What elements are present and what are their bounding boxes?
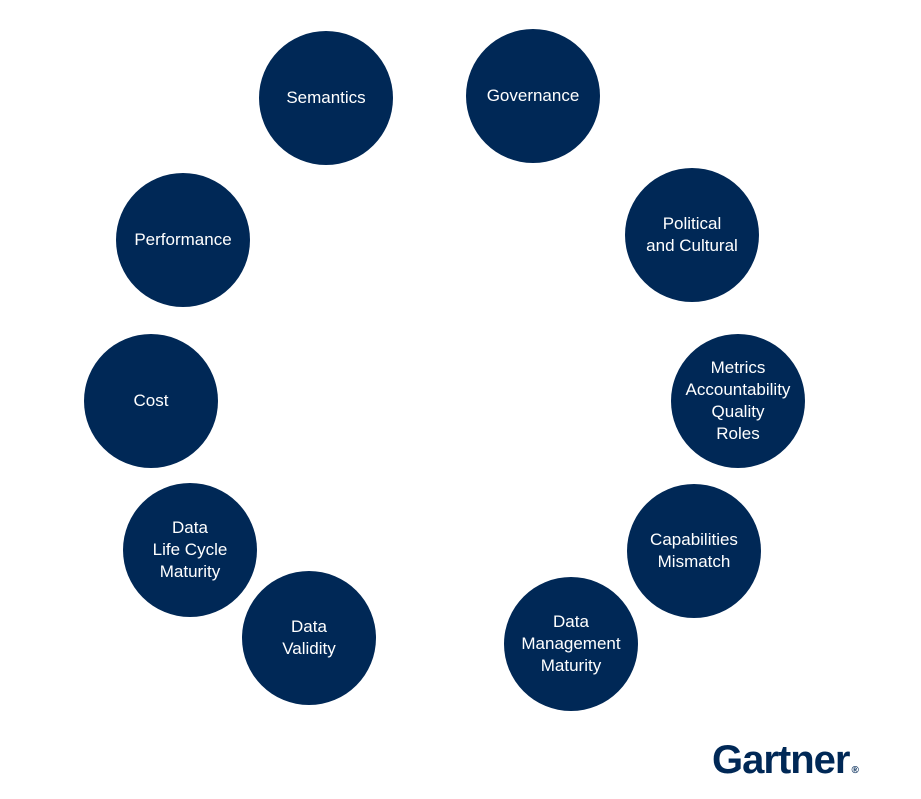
circle-cost: Cost: [84, 334, 218, 468]
circle-cost-label: Cost: [133, 391, 169, 410]
circle-metrics-line1: Metrics: [710, 358, 766, 377]
circle-political-line1: Political: [662, 214, 722, 233]
circle-dm-line1: Data: [553, 612, 589, 631]
circle-semantics: Semantics: [259, 31, 393, 165]
circle-metrics-line4: Roles: [716, 424, 760, 443]
circle-data-management-maturity: Data Management Maturity: [504, 577, 638, 711]
circle-validity-line1: Data: [291, 617, 327, 636]
circle-performance: Performance: [116, 173, 250, 307]
circle-data-validity: Data Validity: [242, 571, 376, 705]
circle-metrics-line3: Quality: [711, 402, 765, 421]
circle-validity-line2: Validity: [282, 639, 336, 658]
circle-data-life-cycle-maturity: Data Life Cycle Maturity: [123, 483, 257, 617]
circle-metrics-line2: Accountability: [685, 380, 791, 399]
gartner-logo-text: Gartner: [712, 738, 850, 782]
circle-capabilities-mismatch: Capabilities Mismatch: [627, 484, 761, 618]
registered-mark: ®: [851, 765, 859, 776]
circle-lifecycle-line2: Life Cycle: [152, 540, 228, 559]
circle-capabilities-line1: Capabilities: [650, 530, 738, 549]
circle-dm-line3: Maturity: [540, 656, 602, 675]
circle-governance-label: Governance: [486, 86, 580, 105]
gartner-logo: Gartner®: [712, 736, 859, 795]
circle-political-cultural: Political and Cultural: [625, 168, 759, 302]
circle-lifecycle-line3: Maturity: [159, 562, 221, 581]
circle-semantics-label: Semantics: [286, 88, 366, 107]
circle-governance: Governance: [466, 29, 600, 163]
circle-capabilities-line2: Mismatch: [657, 552, 731, 571]
circle-performance-label: Performance: [134, 230, 232, 249]
circle-metrics: Metrics Accountability Quality Roles: [671, 334, 805, 468]
circle-political-line2: and Cultural: [646, 236, 738, 255]
circle-lifecycle-line1: Data: [172, 518, 208, 537]
circle-dm-line2: Management: [521, 634, 621, 653]
